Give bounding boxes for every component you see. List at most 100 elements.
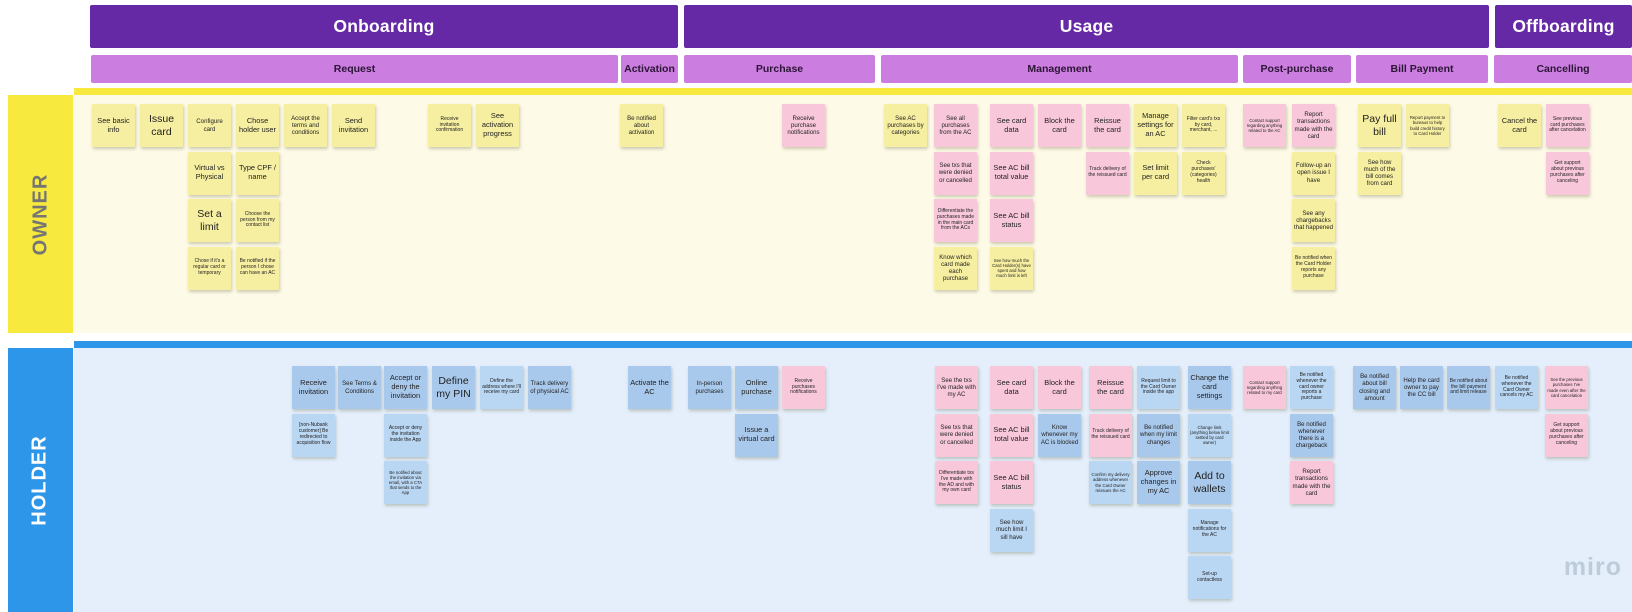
sticky-note[interactable]: Be notified if the person I chose can ha… bbox=[236, 246, 279, 290]
sticky-note[interactable]: Contact support regarding anything relat… bbox=[1243, 104, 1286, 147]
sticky-note[interactable]: Receive invitation bbox=[292, 366, 335, 409]
stage-band-post-purchase[interactable]: Post-purchase bbox=[1243, 55, 1351, 83]
sticky-note[interactable]: Request limit to the Card Owner inside t… bbox=[1137, 366, 1180, 409]
sticky-note[interactable]: Virtual vs Physical bbox=[188, 151, 231, 195]
sticky-note[interactable]: See AC bill status bbox=[990, 461, 1033, 504]
sticky-note[interactable]: Chose if it's a regular card or temporar… bbox=[188, 246, 231, 290]
sticky-note[interactable]: Choose the person from my contact list bbox=[236, 199, 279, 242]
sticky-note[interactable]: Pay full bill bbox=[1358, 104, 1401, 147]
sticky-note[interactable]: Report transactions made with the card bbox=[1290, 461, 1333, 504]
sticky-note[interactable]: See activation progress bbox=[476, 104, 519, 147]
sticky-note[interactable]: Be notified whenever the Card Owner canc… bbox=[1495, 366, 1538, 409]
sticky-note[interactable]: Define the address where I'll receive my… bbox=[480, 366, 523, 409]
sticky-note[interactable]: Set-up contactless bbox=[1188, 556, 1231, 599]
sticky-note[interactable]: Manage settings for an AC bbox=[1134, 104, 1177, 147]
sticky-note[interactable]: Report transactions made with the card bbox=[1292, 104, 1335, 147]
sticky-note[interactable]: Be notified whenever there is a chargeba… bbox=[1290, 413, 1333, 457]
sticky-note[interactable]: Define my PIN bbox=[432, 366, 475, 409]
sticky-note[interactable]: Online purchase bbox=[735, 366, 778, 409]
row-label-owner[interactable]: OWNER bbox=[8, 95, 73, 333]
sticky-note[interactable]: Accept or deny the invitation inside the… bbox=[384, 413, 427, 457]
sticky-note[interactable]: See all purchases from the AC bbox=[934, 104, 977, 147]
sticky-note[interactable]: Track delivery of physical AC bbox=[528, 366, 571, 409]
sticky-note[interactable]: Get support about previous purchases aft… bbox=[1546, 151, 1589, 195]
sticky-note[interactable]: See txs that were denied or cancelled bbox=[934, 151, 977, 195]
sticky-note[interactable]: See how much the Card Holder(s) have spe… bbox=[990, 246, 1033, 290]
phase-band-offboarding[interactable]: Offboarding bbox=[1495, 5, 1632, 48]
sticky-note[interactable]: Set limit per card bbox=[1134, 151, 1177, 195]
sticky-note[interactable]: In-person purchases bbox=[688, 366, 731, 409]
sticky-note[interactable]: Configure card bbox=[188, 104, 231, 147]
sticky-note[interactable]: Filter card's txs by card, merchant, ... bbox=[1182, 104, 1225, 147]
sticky-note[interactable]: Be notified about activation bbox=[620, 104, 663, 147]
stage-band-activation[interactable]: Activation bbox=[621, 55, 678, 83]
sticky-note[interactable]: Add to wallets bbox=[1188, 461, 1231, 504]
sticky-note[interactable]: Contact support regarding anything relat… bbox=[1243, 366, 1286, 409]
row-label-holder[interactable]: HOLDER bbox=[8, 348, 73, 612]
sticky-note[interactable]: Differentiate the purchases made in the … bbox=[934, 199, 977, 242]
sticky-note[interactable]: Activate the AC bbox=[628, 366, 671, 409]
sticky-note[interactable]: Differentiate txs I've made with the AD … bbox=[935, 461, 978, 504]
sticky-note[interactable]: Receive purchase notifications bbox=[782, 104, 825, 147]
sticky-note[interactable]: Reissue the card bbox=[1086, 104, 1129, 147]
miro-watermark: miro bbox=[1563, 553, 1622, 581]
sticky-note[interactable]: See any chargebacks that happened bbox=[1292, 199, 1335, 242]
sticky-note[interactable]: Be notified about the invitation via ema… bbox=[384, 461, 427, 504]
sticky-note[interactable]: Know which card made each purchase bbox=[934, 246, 977, 290]
stage-band-management[interactable]: Management bbox=[881, 55, 1238, 83]
sticky-note[interactable]: See card data bbox=[990, 104, 1033, 147]
sticky-note[interactable]: Set a limit bbox=[188, 199, 231, 242]
stage-band-cancelling[interactable]: Cancelling bbox=[1494, 55, 1632, 83]
sticky-note[interactable]: Receive invitation confirmation bbox=[428, 104, 471, 147]
sticky-note[interactable]: Block the card bbox=[1038, 366, 1081, 409]
stage-band-bill-payment[interactable]: Bill Payment bbox=[1356, 55, 1488, 83]
sticky-note[interactable]: Track delivery of the reissued card bbox=[1089, 413, 1132, 457]
sticky-note[interactable]: Cancel the card bbox=[1498, 104, 1541, 147]
sticky-note[interactable]: See AC bill status bbox=[990, 199, 1033, 242]
sticky-note[interactable]: Report payment to bureaus to help build … bbox=[1406, 104, 1449, 147]
sticky-note[interactable]: [non-Nubank customer] Be redirected to a… bbox=[292, 413, 335, 457]
sticky-note[interactable]: Help the card owner to pay the CC bill bbox=[1400, 366, 1443, 409]
sticky-note[interactable]: Confirm my delivery address whenever the… bbox=[1089, 461, 1132, 504]
phase-band-onboarding[interactable]: Onboarding bbox=[90, 5, 678, 48]
sticky-note[interactable]: See how much of the bill comes from card bbox=[1358, 151, 1401, 195]
sticky-note[interactable]: Be notified when the Card Holder reports… bbox=[1292, 246, 1335, 290]
sticky-note[interactable]: See AC purchases by categories bbox=[884, 104, 927, 147]
sticky-note[interactable]: See basic info bbox=[92, 104, 135, 147]
stage-band-purchase[interactable]: Purchase bbox=[684, 55, 875, 83]
sticky-note[interactable]: Reissue the card bbox=[1089, 366, 1132, 409]
sticky-note[interactable]: Check purchases' (categories) health bbox=[1182, 151, 1225, 195]
sticky-note[interactable]: Accept or deny the invitation bbox=[384, 366, 427, 409]
sticky-note[interactable]: See txs that were denied or cancelled bbox=[935, 413, 978, 457]
sticky-note[interactable]: See AC bill total value bbox=[990, 151, 1033, 195]
sticky-note[interactable]: See previous card purchases after cancel… bbox=[1546, 104, 1589, 147]
sticky-note[interactable]: Accept the terms and conditions bbox=[284, 104, 327, 147]
sticky-note[interactable]: Receive purchases notifications bbox=[782, 366, 825, 409]
sticky-note[interactable]: Be notified about the bill payment and l… bbox=[1447, 366, 1490, 409]
sticky-note[interactable]: See the txs I've made with my AC bbox=[935, 366, 978, 409]
sticky-note[interactable]: Block the card bbox=[1038, 104, 1081, 147]
sticky-note[interactable]: Chose holder user bbox=[236, 104, 279, 147]
sticky-note[interactable]: Issue a virtual card bbox=[735, 413, 778, 457]
sticky-note[interactable]: See how much limit I sill have bbox=[990, 508, 1033, 552]
sticky-note[interactable]: Follow-up an open issue I have bbox=[1292, 151, 1335, 195]
sticky-note[interactable]: Type CPF / name bbox=[236, 151, 279, 195]
sticky-note[interactable]: Approve changes in my AC bbox=[1137, 461, 1180, 504]
sticky-note[interactable]: See the previous purchases I've made eve… bbox=[1545, 366, 1588, 409]
sticky-note[interactable]: Issue card bbox=[140, 104, 183, 147]
sticky-note[interactable]: See AC bill total value bbox=[990, 413, 1033, 457]
sticky-note[interactable]: See card data bbox=[990, 366, 1033, 409]
sticky-note[interactable]: Manage notifications for the AC bbox=[1188, 508, 1231, 552]
sticky-note[interactable]: Send invitation bbox=[332, 104, 375, 147]
sticky-note[interactable]: Be notified when my limit changes bbox=[1137, 413, 1180, 457]
sticky-note[interactable]: Get support about previous purchases aft… bbox=[1545, 413, 1588, 457]
stage-band-request[interactable]: Request bbox=[91, 55, 618, 83]
sticky-note[interactable]: Be notified about bill closing and amoun… bbox=[1353, 366, 1396, 409]
sticky-note[interactable]: Change the card settings bbox=[1188, 366, 1231, 409]
sticky-note[interactable]: Track delivery of the reissued card bbox=[1086, 151, 1129, 195]
sticky-note[interactable]: Know whenever my AC is blocked bbox=[1038, 413, 1081, 457]
phase-band-usage[interactable]: Usage bbox=[684, 5, 1489, 48]
sticky-note[interactable]: Change limit (anything below limit settl… bbox=[1188, 413, 1231, 457]
sticky-note[interactable]: See Terms & Conditions bbox=[338, 366, 381, 409]
sticky-note[interactable]: Be notified whenever the card owner repo… bbox=[1290, 366, 1333, 409]
